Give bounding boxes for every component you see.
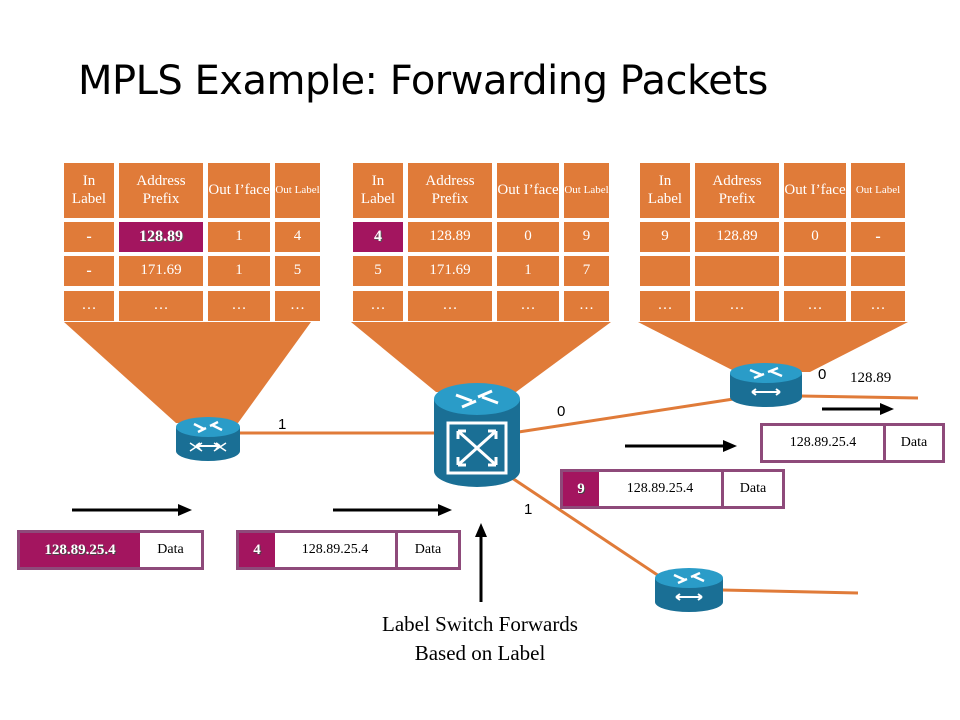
packet-data: Data [414, 542, 442, 557]
port-label-right: 0 [818, 366, 827, 383]
arrow-packet1 [72, 504, 192, 516]
cell-out-label: 9 [564, 222, 609, 252]
arrow-caption [475, 523, 487, 602]
cell-out-iface: 0 [784, 222, 846, 252]
router-right-icon [730, 363, 802, 407]
cell-in-label: - [64, 222, 114, 252]
funnel-left [64, 322, 311, 423]
header-out-label: Out Label [851, 163, 905, 218]
cell-empty [695, 256, 779, 286]
header-out-iface: Out I’face [497, 163, 559, 218]
cell-ellipsis: … [275, 291, 320, 321]
header-out-label: Out Label [275, 163, 320, 218]
packet-delivered: 128.89.25.4 Data [760, 423, 945, 463]
cell-address-prefix: 128.89 [695, 222, 779, 252]
cell-ellipsis: … [408, 291, 492, 321]
cell-ellipsis: … [564, 291, 609, 321]
packet-data: Data [157, 542, 184, 557]
header-in-label: In Label [353, 163, 403, 218]
cell-ellipsis: … [851, 291, 905, 321]
cell-in-label: 9 [640, 222, 690, 252]
router-bottom-icon [655, 568, 723, 612]
cell-ellipsis: … [695, 291, 779, 321]
router-left-icon [176, 417, 240, 461]
packet-unlabeled: 128.89.25.4 Data [17, 530, 204, 570]
caption-line-1: Label Switch Forwards [382, 612, 578, 636]
cell-address-prefix: 128.89 [119, 222, 203, 252]
port-label-core-top: 0 [557, 403, 566, 420]
header-out-label: Out Label [564, 163, 609, 218]
cell-address-prefix: 171.69 [119, 256, 203, 286]
cell-address-prefix: 128.89 [408, 222, 492, 252]
cell-out-label: - [851, 222, 905, 252]
dest-prefix-label: 128.89 [850, 370, 892, 386]
cell-ellipsis: … [640, 291, 690, 321]
header-address-prefix: Address Prefix [695, 163, 779, 218]
cell-out-iface: 1 [208, 222, 270, 252]
cell-out-iface: 1 [497, 256, 559, 286]
cell-out-iface: 1 [208, 256, 270, 286]
cell-ellipsis: … [119, 291, 203, 321]
cell-ellipsis: … [497, 291, 559, 321]
packet-label: 4 [239, 533, 275, 567]
arrow-packet4 [822, 403, 894, 415]
packet-address: 128.89.25.4 [599, 472, 724, 506]
header-in-label: In Label [64, 163, 114, 218]
cell-in-label: - [64, 256, 114, 286]
link-core-bottom [499, 468, 666, 582]
cell-ellipsis: … [784, 291, 846, 321]
cell-out-label: 4 [275, 222, 320, 252]
cell-empty [851, 256, 905, 286]
header-out-iface: Out I’face [784, 163, 846, 218]
cell-empty [640, 256, 690, 286]
link-right-out [799, 394, 919, 400]
cell-empty [784, 256, 846, 286]
cell-ellipsis: … [64, 291, 114, 321]
cell-out-label: 7 [564, 256, 609, 286]
header-address-prefix: Address Prefix [119, 163, 203, 218]
packet-label-4: 4 128.89.25.4 Data [236, 530, 461, 570]
funnel-right [638, 322, 908, 372]
link-bottom-out [721, 588, 859, 595]
header-address-prefix: Address Prefix [408, 163, 492, 218]
packet-address: 128.89.25.4 [763, 426, 886, 460]
cell-ellipsis: … [353, 291, 403, 321]
page-title: MPLS Example: Forwarding Packets [78, 58, 768, 104]
cell-ellipsis: … [208, 291, 270, 321]
caption: Label Switch Forwards Based on Label [340, 610, 620, 668]
arrow-packet2 [333, 504, 452, 516]
cell-out-label: 5 [275, 256, 320, 286]
link-core-right [511, 396, 741, 435]
header-in-label: In Label [640, 163, 690, 218]
label-switch-icon [434, 383, 520, 487]
caption-line-2: Based on Label [414, 641, 546, 665]
port-label-core-bottom: 1 [524, 501, 533, 518]
cell-out-iface: 0 [497, 222, 559, 252]
arrow-packet3 [625, 440, 737, 452]
packet-data: Data [900, 435, 928, 450]
packet-label: 9 [563, 472, 599, 506]
cell-in-label: 5 [353, 256, 403, 286]
packet-label: 128.89.25.4 [20, 533, 140, 567]
packet-data: Data [739, 481, 767, 496]
cell-in-label: 4 [353, 222, 403, 252]
packet-address: 128.89.25.4 [275, 533, 398, 567]
packet-label-9: 9 128.89.25.4 Data [560, 469, 785, 509]
port-label-left: 1 [278, 416, 287, 433]
funnel-middle [351, 322, 611, 392]
cell-address-prefix: 171.69 [408, 256, 492, 286]
header-out-iface: Out I’face [208, 163, 270, 218]
